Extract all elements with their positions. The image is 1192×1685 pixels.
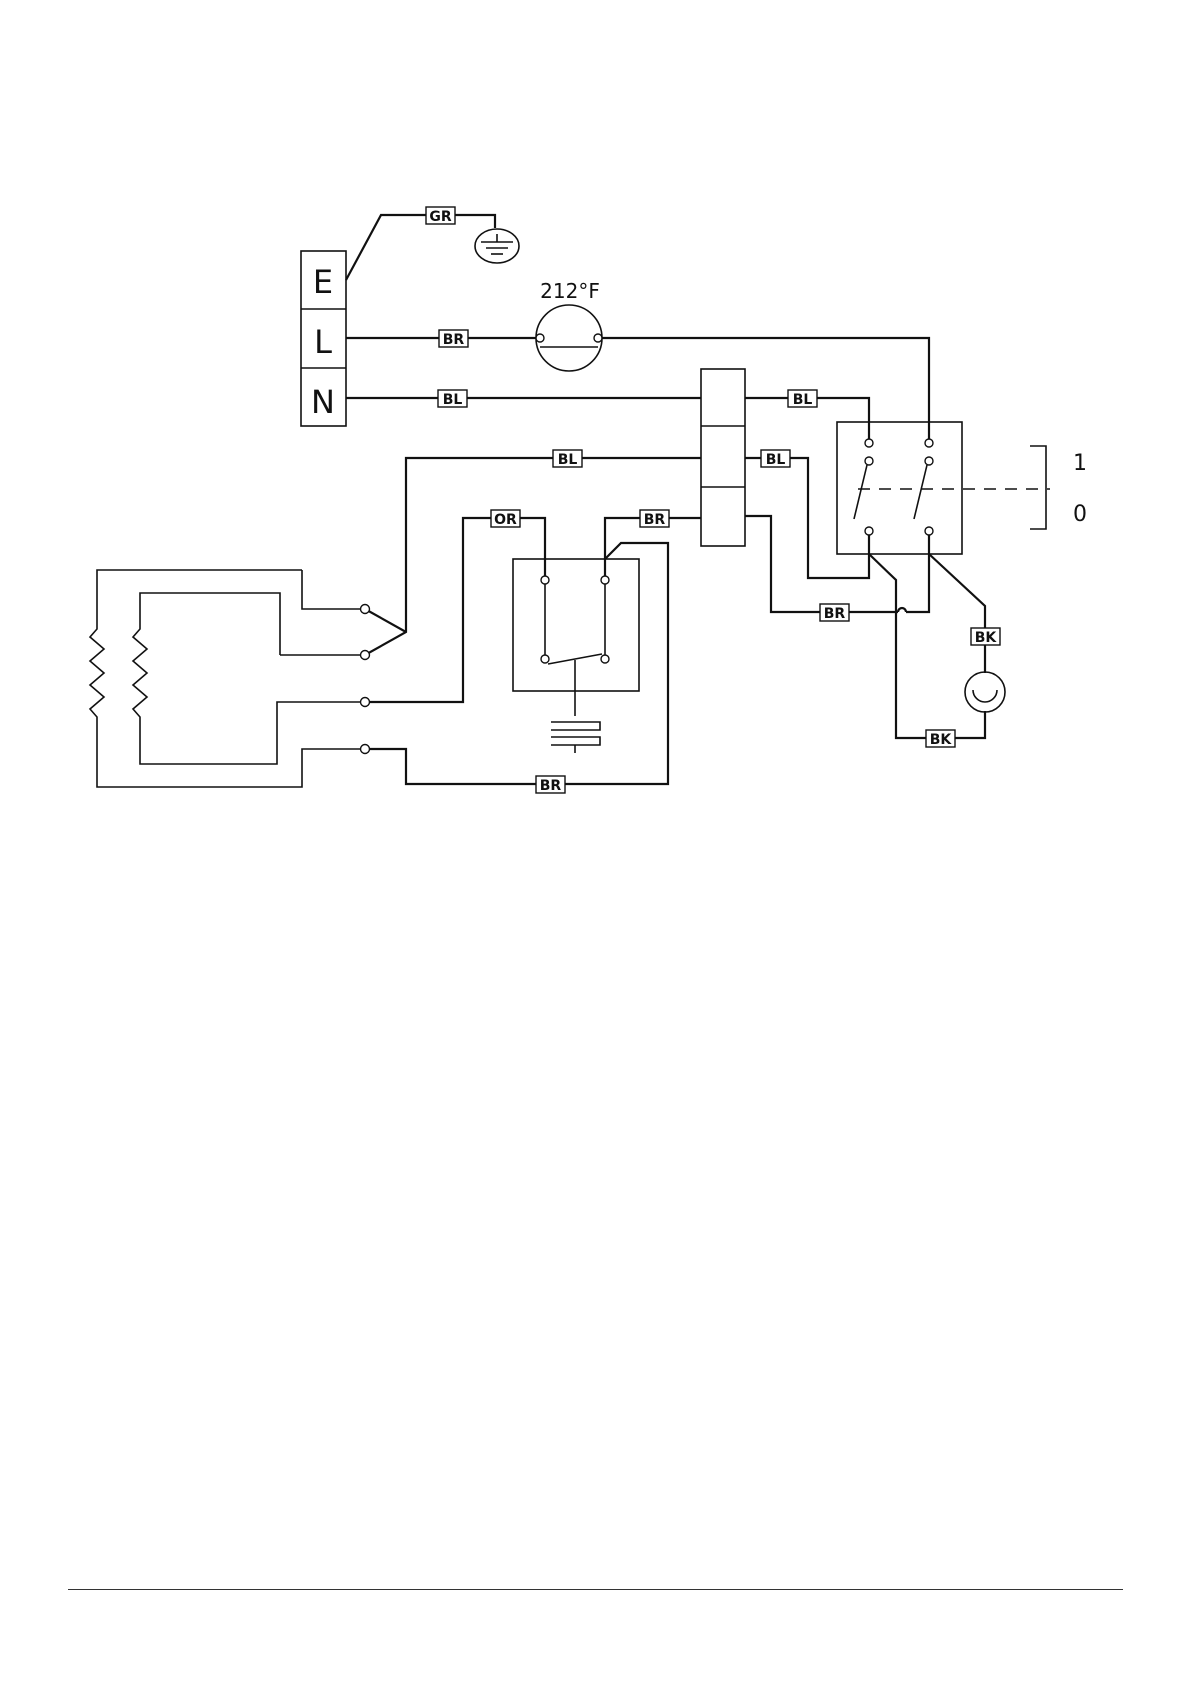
svg-text:BR: BR [443,332,465,348]
footer-rule [68,1589,1123,1590]
svg-text:BL: BL [443,392,463,408]
wire-tag-control-orange: OR [491,510,520,528]
element-common-wire [365,458,701,655]
svg-text:BR: BR [540,778,562,794]
svg-text:BK: BK [930,732,953,748]
wire-tag-element-return: BR [536,776,565,794]
control-unit [513,559,639,753]
double-pole-switch: 1 0 [837,422,1087,554]
heating-elements [90,570,365,787]
indicator-lamp-icon [965,672,1005,712]
wire-tag-connector-switch: BL [788,390,817,408]
wire-tag-element-common: BL [553,450,582,468]
control-wires [365,518,701,784]
connector-block [701,369,745,546]
wire-tag-lamp-return: BK [926,730,955,748]
svg-text:BL: BL [766,452,786,468]
svg-text:BK: BK [975,630,998,646]
wire-tag-control-brown: BR [640,510,669,528]
svg-text:GR: GR [429,209,451,225]
wire-tag-neutral: BL [438,390,467,408]
terminal-live-label: L [314,323,332,361]
terminal-block: E L N [301,251,346,426]
switch-on-label: 1 [1073,451,1087,476]
svg-text:BR: BR [824,606,846,622]
wire-tag-connector-switch-2: BL [761,450,790,468]
live-feed-wire [346,338,929,443]
svg-text:OR: OR [494,512,517,528]
wire-tag-lamp-feed: BK [971,628,1000,646]
svg-text:BR: BR [644,512,666,528]
wire-tag-switch-return: BR [820,604,849,622]
terminal-neutral-label: N [311,383,335,421]
wire-tag-live: BR [439,330,468,348]
svg-text:BL: BL [793,392,813,408]
element-terminals [361,605,370,754]
terminal-earth-label: E [313,263,333,301]
ground-wire [346,215,495,280]
svg-text:BL: BL [558,452,578,468]
ground-icon [475,229,519,263]
wire-tag-ground: GR [426,207,455,225]
thermostat: 212°F [536,279,602,371]
thermostat-rating: 212°F [540,279,600,303]
lamp-wires [869,554,985,738]
switch-off-label: 0 [1073,502,1087,527]
